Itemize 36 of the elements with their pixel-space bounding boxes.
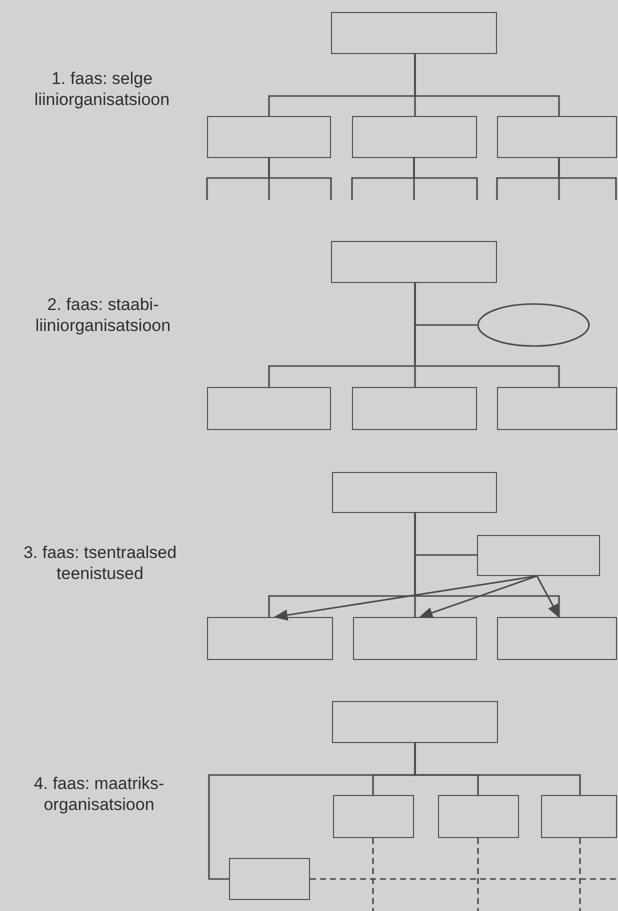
- org-box: [497, 617, 617, 660]
- dashed-line: [372, 838, 374, 911]
- phase-label: 1. faas: selge liiniorganisatsioon: [33, 68, 171, 110]
- org-box: [333, 795, 414, 838]
- org-box: [331, 12, 497, 54]
- org-box: [497, 387, 617, 430]
- staff-ellipse: [477, 303, 590, 347]
- dashed-line: [477, 838, 479, 911]
- org-box: [352, 116, 477, 158]
- arrow: [418, 575, 538, 618]
- org-box: [477, 535, 600, 576]
- org-box: [207, 387, 331, 430]
- org-box: [352, 387, 477, 430]
- org-box: [438, 795, 519, 838]
- org-box: [331, 241, 497, 283]
- connector-line: [558, 158, 617, 200]
- connector-line: [414, 54, 560, 116]
- connector-line: [268, 158, 332, 200]
- org-box: [229, 858, 310, 900]
- connector-line: [414, 513, 560, 617]
- org-box: [353, 617, 477, 660]
- org-box: [207, 116, 331, 158]
- phase-label: 4. faas: maatriks-organisatsioon: [32, 773, 166, 815]
- org-box: [332, 472, 497, 513]
- dashed-line: [579, 838, 581, 911]
- connector-line: [208, 743, 416, 880]
- connector-line: [413, 158, 478, 200]
- org-box: [541, 795, 617, 838]
- org-box: [497, 116, 617, 158]
- arrow: [536, 576, 560, 618]
- phase-label: 3. faas: tsentraalsed teenistused: [22, 542, 178, 584]
- org-box: [207, 617, 333, 660]
- org-box: [332, 701, 498, 743]
- dashed-line: [310, 878, 618, 880]
- connector-line: [414, 283, 560, 387]
- phase-label: 2. faas: staabi-liiniorganisatsioon: [34, 294, 172, 336]
